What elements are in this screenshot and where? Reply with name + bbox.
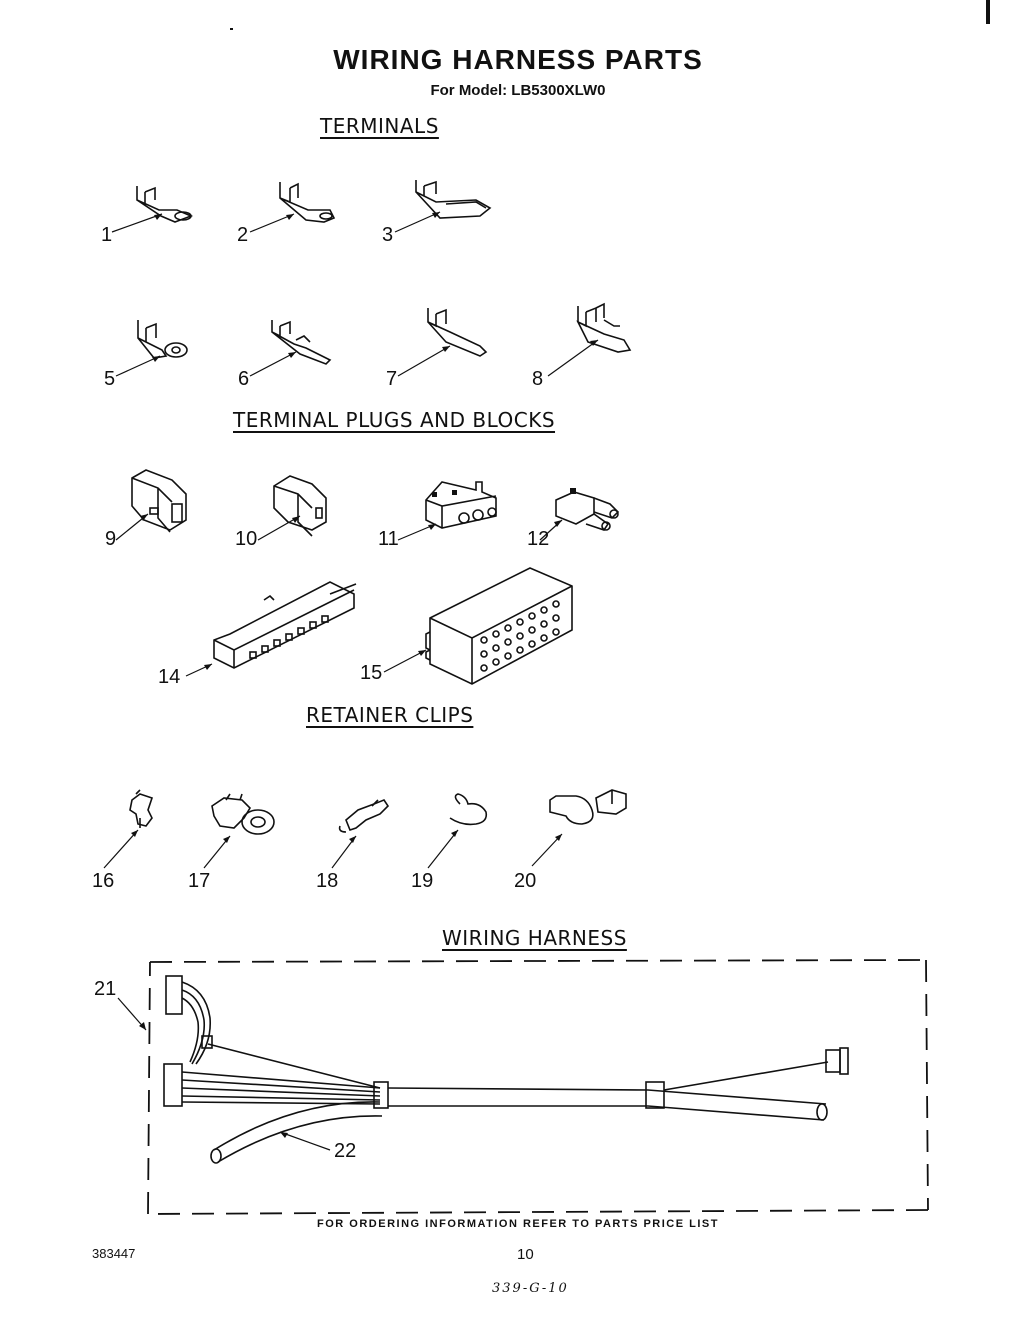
part-number-6: 6 [238, 368, 250, 390]
part-number-22: 22 [334, 1140, 357, 1162]
part-number-17: 17 [188, 870, 211, 892]
section-plugs-blocks: TERMINAL PLUGS AND BLOCKS [233, 408, 556, 432]
part-number-19: 19 [411, 870, 434, 892]
terminal-2 [249, 182, 336, 233]
harness-22 [210, 1101, 383, 1164]
plug-10 [257, 475, 327, 541]
part-number-7: 7 [386, 368, 398, 390]
plug-9 [115, 469, 187, 541]
terminal-7 [397, 308, 488, 377]
terminal-3 [394, 180, 492, 233]
block-14 [185, 581, 357, 677]
block-11 [397, 481, 497, 541]
part-number-1: 1 [101, 224, 113, 246]
part-number-9: 9 [105, 528, 117, 550]
part-number-18: 18 [316, 870, 339, 892]
page-number: 10 [517, 1246, 534, 1263]
model-subtitle: For Model: LB5300XLW0 [430, 82, 606, 99]
terminal-1 [111, 186, 194, 233]
part-number-12: 12 [527, 528, 550, 550]
plug-12 [539, 488, 620, 541]
scan-dot [230, 28, 233, 30]
part-number-8: 8 [532, 368, 544, 390]
part-number-5: 5 [104, 368, 116, 390]
part-number-21: 21 [94, 978, 117, 1000]
part-number-14: 14 [158, 666, 181, 688]
clip-20 [531, 789, 627, 867]
terminal-5 [115, 320, 188, 377]
clip-16 [103, 789, 154, 869]
part-number-3: 3 [382, 224, 394, 246]
part-number-16: 16 [92, 870, 115, 892]
block-15 [383, 567, 573, 685]
ordering-note: FOR ORDERING INFORMATION REFER TO PARTS … [317, 1218, 719, 1230]
handwritten-code: 339-G-10 [492, 1281, 569, 1296]
terminal-6 [249, 320, 332, 377]
document-number: 383447 [92, 1246, 136, 1261]
terminal-8 [547, 302, 632, 377]
clip-18 [331, 799, 390, 869]
page-title: WIRING HARNESS PARTS [333, 44, 703, 75]
part-number-2: 2 [237, 224, 249, 246]
clip-17 [203, 793, 275, 869]
part-number-10: 10 [235, 528, 258, 550]
harness-21 [117, 975, 849, 1121]
harness-dashed-box [147, 959, 929, 1215]
section-retainer-clips: RETAINER CLIPS [306, 703, 474, 727]
part-number-20: 20 [514, 870, 537, 892]
scan-mark [986, 0, 990, 24]
clip-19 [427, 793, 488, 869]
section-terminals: TERMINALS [320, 114, 439, 138]
section-wiring-harness: WIRING HARNESS [442, 926, 627, 950]
part-number-11: 11 [378, 528, 399, 550]
part-number-15: 15 [360, 662, 383, 684]
